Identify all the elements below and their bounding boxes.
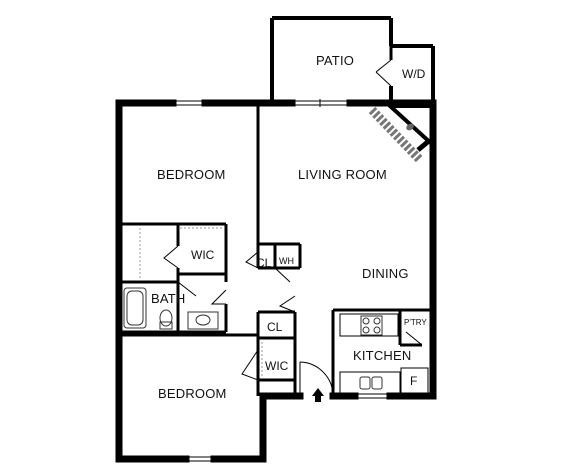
fireplace	[368, 104, 435, 164]
kitchen-label: KITCHEN	[353, 348, 412, 363]
wic-bottom-label: WIC	[265, 359, 289, 373]
living-room-label: LIVING ROOM	[298, 167, 387, 182]
stove-icon	[360, 315, 383, 336]
water-heater-label: WH	[279, 256, 294, 266]
pantry-label: P'TRY	[404, 318, 427, 327]
dining-label: DINING	[362, 266, 409, 281]
bedroom-top-window	[173, 100, 205, 106]
door-swings	[163, 59, 423, 397]
patio-walls	[270, 16, 435, 103]
wic-top-label: WIC	[191, 248, 215, 262]
bath-label: BATH	[151, 291, 186, 306]
interior-walls	[119, 46, 433, 396]
kitchen-counters	[339, 313, 429, 395]
patio-sliding-door	[292, 99, 350, 107]
entry-arrow-icon	[312, 388, 324, 402]
closet-mid-label: CL	[267, 320, 283, 334]
bedroom-bottom-window	[186, 456, 214, 462]
washer-dryer-label: W/D	[402, 67, 426, 81]
bedroom-bottom-label: BEDROOM	[158, 386, 227, 401]
closet-shelves	[139, 227, 263, 376]
patio-label: PATIO	[316, 53, 355, 68]
closet-top-label: CL	[256, 256, 272, 270]
fridge-label: F	[410, 374, 418, 388]
bath-fixtures	[123, 287, 219, 330]
kitchen-window	[355, 393, 390, 399]
sink-icon	[359, 376, 383, 390]
bedroom-top-label: BEDROOM	[157, 167, 226, 182]
